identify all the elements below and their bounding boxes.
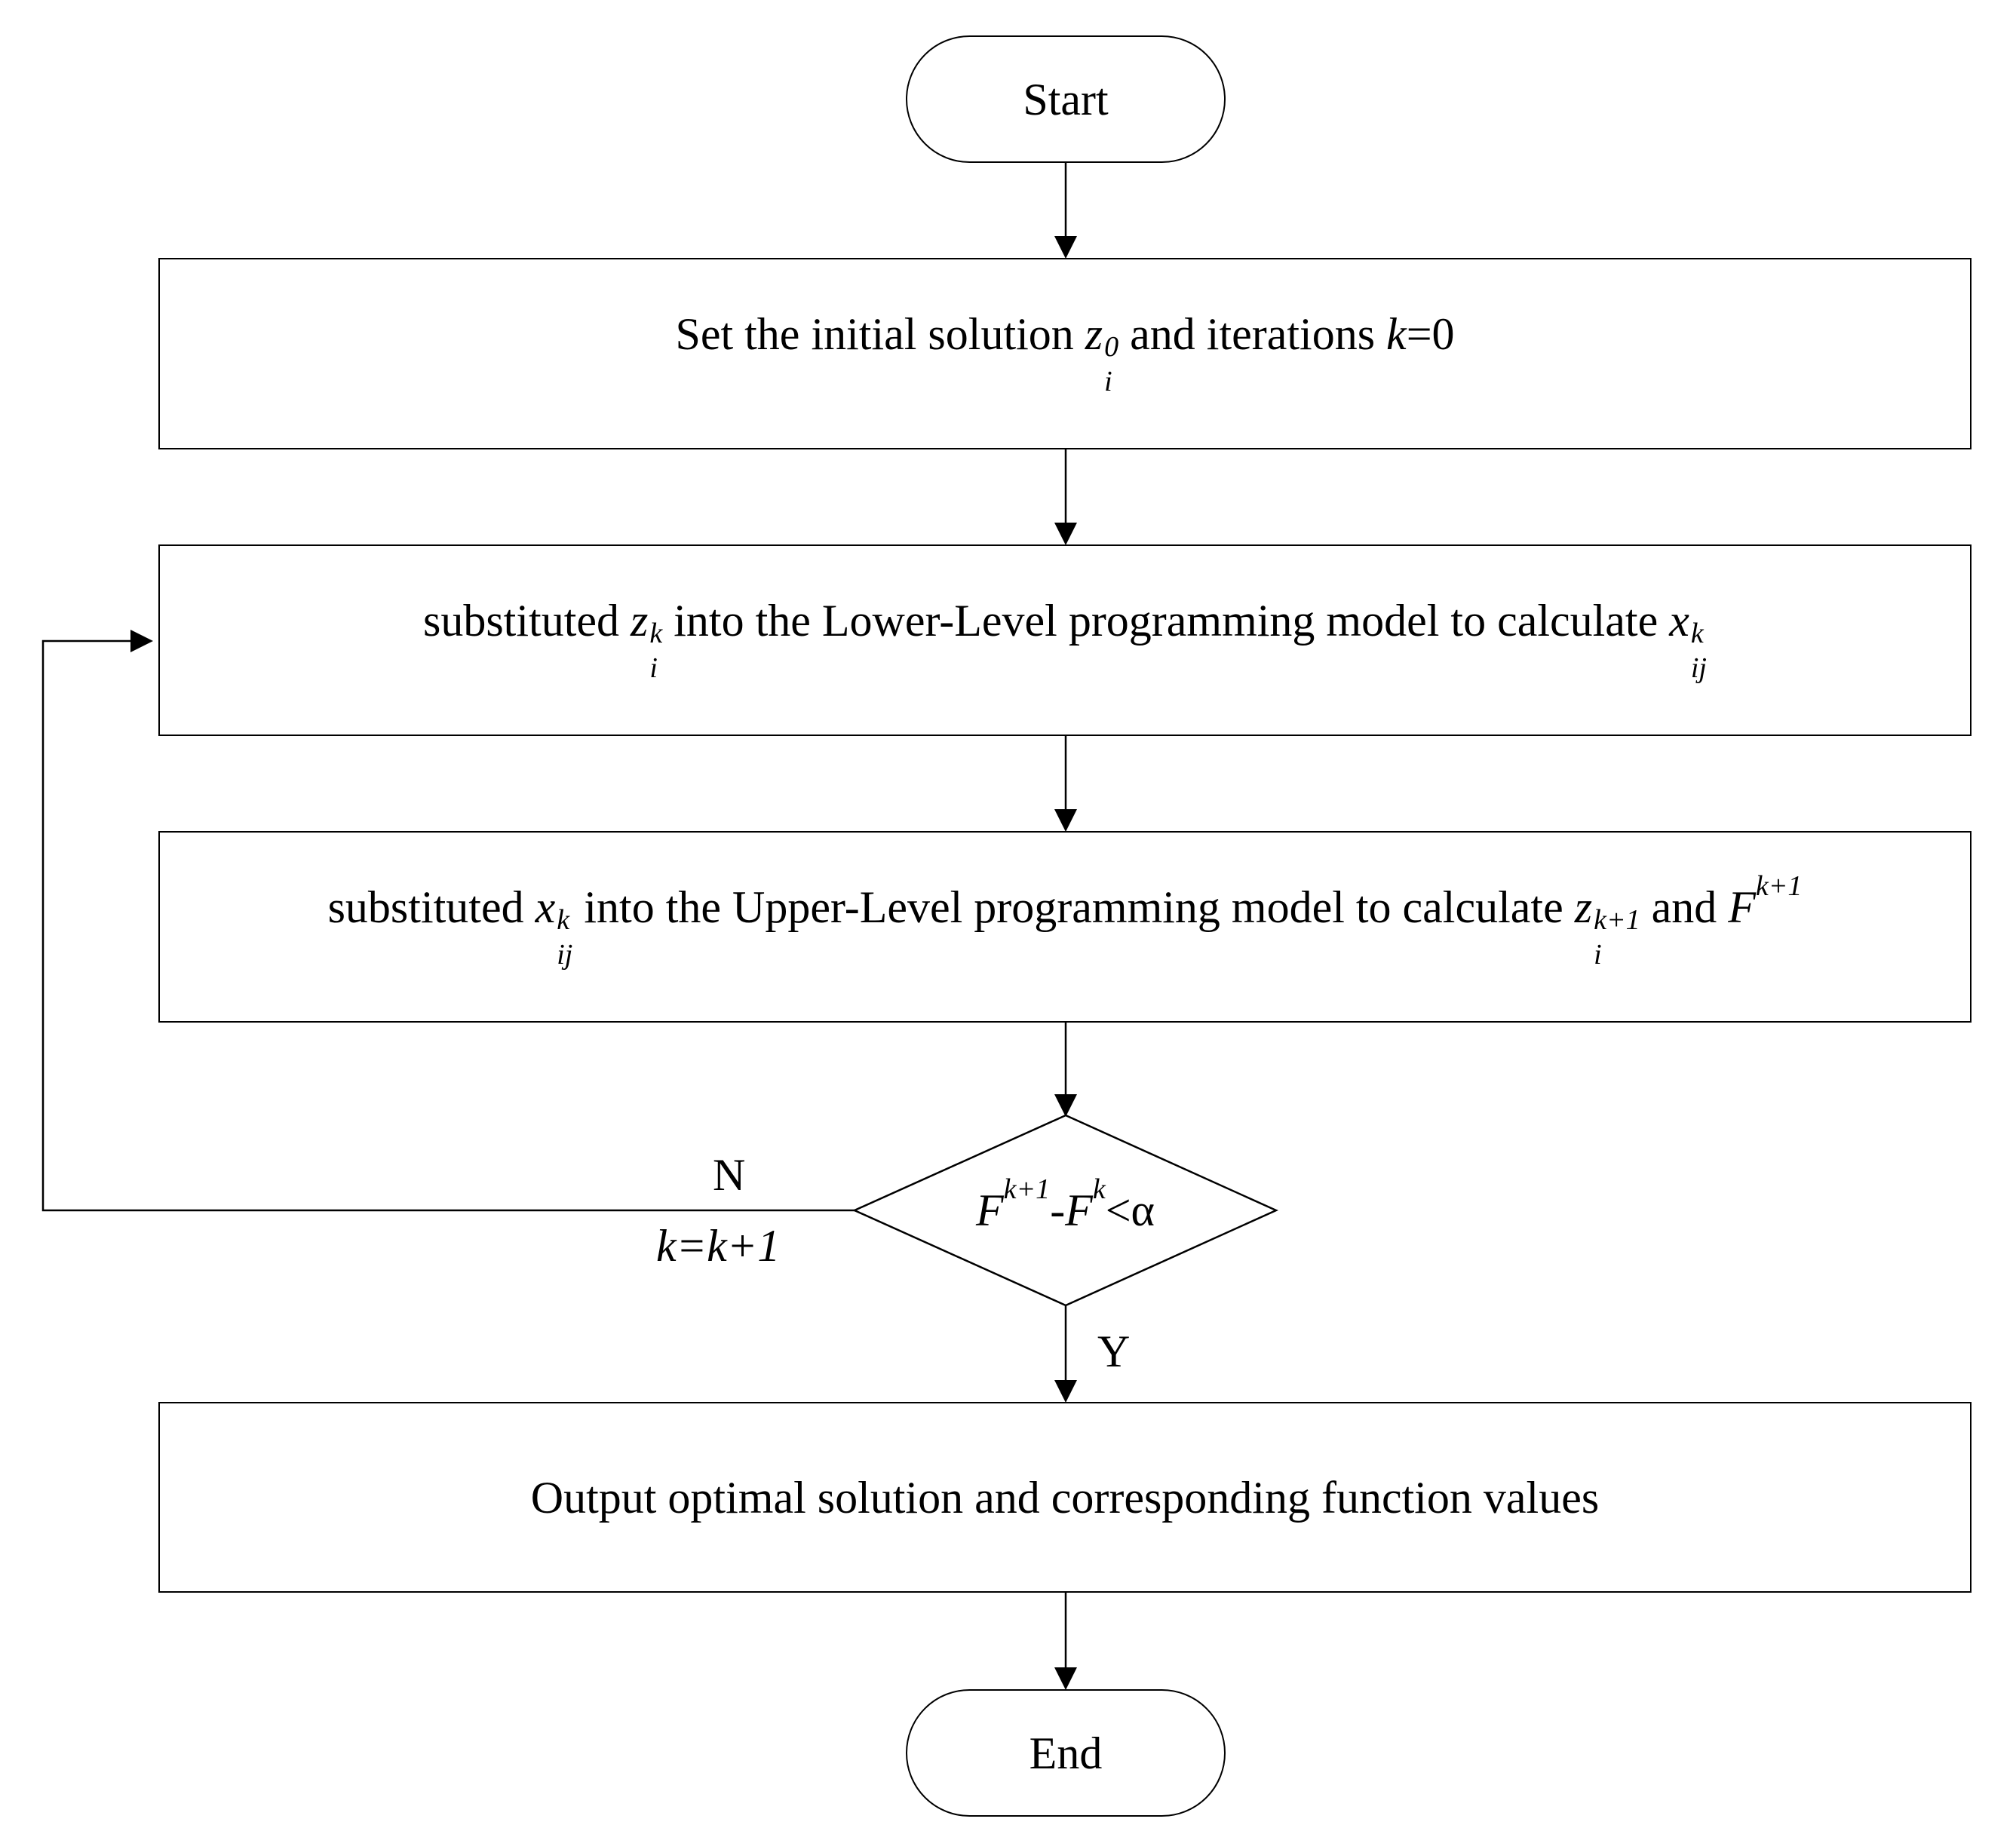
- subscript-i: i: [649, 652, 658, 685]
- F-var: F: [1065, 1185, 1093, 1235]
- end-terminal: End: [906, 1689, 1226, 1817]
- iteration-update-label: k=k+1: [656, 1223, 780, 1268]
- z-var: z: [631, 595, 649, 646]
- minus-sign: -: [1050, 1185, 1066, 1235]
- step-output-label: Output optimal solution and correspondin…: [530, 1472, 1600, 1523]
- F-var: F: [976, 1185, 1004, 1235]
- z-var: z: [1085, 308, 1103, 359]
- step-upper-level-and: and: [1640, 882, 1729, 932]
- decision-diamond: [852, 1114, 1279, 1307]
- yes-branch-label: Y: [1097, 1326, 1131, 1376]
- superscript-k: k: [557, 904, 570, 937]
- no-branch-label: N: [713, 1150, 746, 1200]
- z-var: z: [1574, 882, 1593, 932]
- end-label: End: [1029, 1728, 1103, 1778]
- step-initialize-suffix: =0: [1406, 308, 1455, 359]
- superscript-k-plus-1: k+1: [1755, 869, 1803, 902]
- superscript-k-plus-1: k+1: [1003, 1173, 1051, 1205]
- decision-condition-text: Fk+1-Fk<α: [976, 1174, 1155, 1237]
- superscript-k: k: [1690, 618, 1704, 650]
- superscript-k: k: [649, 618, 663, 650]
- decision-condition: Fk+1-Fk<α: [855, 1115, 1276, 1305]
- subscript-i: i: [1594, 939, 1602, 971]
- step-initialize-middle: and iterations: [1118, 308, 1387, 359]
- start-label: Start: [1023, 74, 1109, 124]
- step-output: Output optimal solution and correspondin…: [158, 1402, 1972, 1593]
- start-terminal: Start: [906, 35, 1226, 163]
- step-upper-level-middle: into the Upper-Level programming model t…: [572, 882, 1575, 932]
- step-initialize-prefix: Set the initial solution: [675, 308, 1085, 359]
- step-upper-level-prefix: substituted: [327, 882, 535, 932]
- subscript-ij: ij: [557, 939, 573, 971]
- iteration-update-text: k=k+1: [656, 1221, 781, 1271]
- less-than-alpha: <α: [1105, 1185, 1155, 1235]
- superscript-k: k: [1092, 1173, 1106, 1205]
- x-var: x: [535, 882, 556, 932]
- step-lower-level-prefix: substituted: [422, 595, 631, 646]
- x-var: x: [1669, 595, 1689, 646]
- subscript-ij: ij: [1690, 652, 1707, 685]
- superscript-0: 0: [1104, 331, 1119, 363]
- superscript-k-plus-1: k+1: [1594, 904, 1640, 937]
- step-lower-level-middle: into the Lower-Level programming model t…: [662, 595, 1670, 646]
- loop-back-connector: [41, 630, 855, 1212]
- F-var: F: [1728, 882, 1756, 932]
- k-var: k: [1386, 308, 1407, 359]
- subscript-i: i: [1104, 366, 1112, 398]
